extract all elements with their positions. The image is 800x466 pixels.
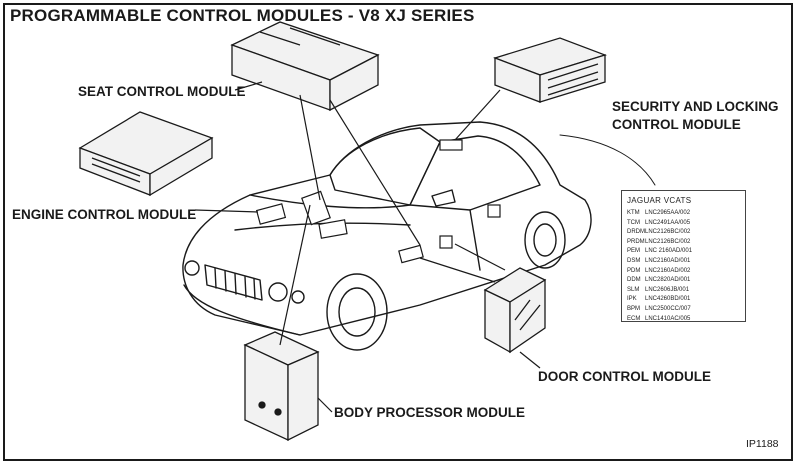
marker-door-front (398, 244, 424, 264)
vcats-part-number: LNC2126BC/002 (645, 238, 691, 245)
vcats-part-number: LNC2160AD/002 (645, 267, 691, 274)
vcats-part-number: LNC 2160AD/001 (645, 248, 693, 255)
vcats-code: PRDM (627, 238, 645, 245)
vcats-row: BPM LNC2500CC/007 (627, 305, 745, 315)
vcats-part-number: LNC2160AD/001 (645, 257, 691, 264)
car-grille (204, 264, 263, 301)
leader-seat (234, 81, 421, 246)
vcats-code: DDM (627, 277, 641, 284)
vcats-code: BPM (627, 305, 641, 312)
vcats-code: DSM (627, 257, 641, 264)
vcats-row: IPK LNC4260BD/001 (627, 295, 745, 305)
body-processor-module (243, 331, 320, 442)
leader-engine (194, 209, 259, 213)
vcats-code: PEM (627, 248, 641, 255)
vcats-part-number: LNC4260BD/001 (645, 296, 691, 303)
vcats-title: JAGUAR VCATS (627, 196, 692, 205)
vcats-row: KTM LNC2965AA/002 (627, 209, 745, 219)
vcats-code: TCM (627, 219, 640, 226)
vcats-row: PEM LNC 2160AD/001 (627, 247, 745, 257)
car-rear-wheel (524, 211, 566, 269)
vcats-row: DDM LNC2820AD/001 (627, 276, 745, 286)
vcats-row: ECM LNC1410AC/005 (627, 315, 745, 325)
seat-control-module (230, 21, 380, 112)
vcats-part-number: LNC1410AC/005 (645, 315, 691, 322)
label-seat-control-module: SEAT CONTROL MODULE (78, 84, 246, 99)
vcats-row: SLM LNC2606JB/001 (627, 286, 745, 296)
marker-seat (301, 190, 331, 226)
vcats-row: PRDMLNC2126BC/002 (627, 238, 745, 248)
vcats-code: ECM (627, 315, 641, 322)
vcats-part-number: LNC2820AD/001 (645, 277, 691, 284)
vcats-row: DRDMLNC2126BC/002 (627, 228, 745, 238)
leader-body (279, 204, 311, 346)
vcats-part-number: LNC2500CC/007 (645, 305, 691, 312)
label-security-line2: CONTROL MODULE (612, 117, 741, 132)
security-module (492, 37, 608, 103)
car-mirror (431, 189, 456, 207)
car-body (182, 121, 592, 336)
vcats-code: PDM (627, 267, 641, 274)
label-body-processor-module: BODY PROCESSOR MODULE (334, 405, 526, 420)
car-side-window (409, 135, 541, 211)
car-front-wheel (326, 273, 388, 351)
vcats-part-number: LNC2491AA/005 (645, 219, 691, 226)
label-engine-control-module: ENGINE CONTROL MODULE (12, 207, 197, 222)
engine-control-module (78, 111, 214, 197)
leader-door-label (519, 351, 541, 369)
vcats-row: TCM LNC2491AA/005 (627, 219, 745, 229)
page-title: PROGRAMMABLE CONTROL MODULES - V8 XJ SER… (10, 6, 475, 25)
vcats-part-number: LNC2126BC/002 (645, 229, 691, 236)
vcats-code: KTM (627, 210, 640, 216)
car-bumper (183, 284, 301, 336)
car-headlight-right (268, 282, 288, 302)
vcats-code: IPK (627, 296, 637, 303)
car-door-line (469, 209, 481, 271)
vcats-row: PDM LNC2160AD/002 (627, 267, 745, 277)
marker-security (439, 139, 463, 151)
marker-door-rear (439, 235, 453, 249)
figure-reference: IP1188 (746, 438, 779, 450)
vcats-part-number: LNC2606JB/001 (645, 286, 690, 293)
marker-bpm (318, 219, 348, 239)
leader-curve (559, 134, 656, 186)
door-control-module (483, 267, 547, 354)
leader-body-label (317, 397, 333, 413)
vcats-code: SLM (627, 286, 640, 293)
label-door-control-module: DOOR CONTROL MODULE (538, 369, 711, 384)
leader-door (419, 243, 506, 283)
vcats-code: DRDM (627, 229, 645, 236)
leader-security (454, 89, 501, 141)
car-headlight-left (184, 260, 200, 276)
marker-engine (255, 203, 287, 225)
vcats-part-number: LNC2965AA/002 (645, 210, 691, 216)
car-hood-line (249, 194, 411, 209)
vcats-row: DSM LNC2160AD/001 (627, 257, 745, 267)
car-windscreen (329, 127, 441, 206)
label-security-line1: SECURITY AND LOCKING (612, 99, 779, 114)
